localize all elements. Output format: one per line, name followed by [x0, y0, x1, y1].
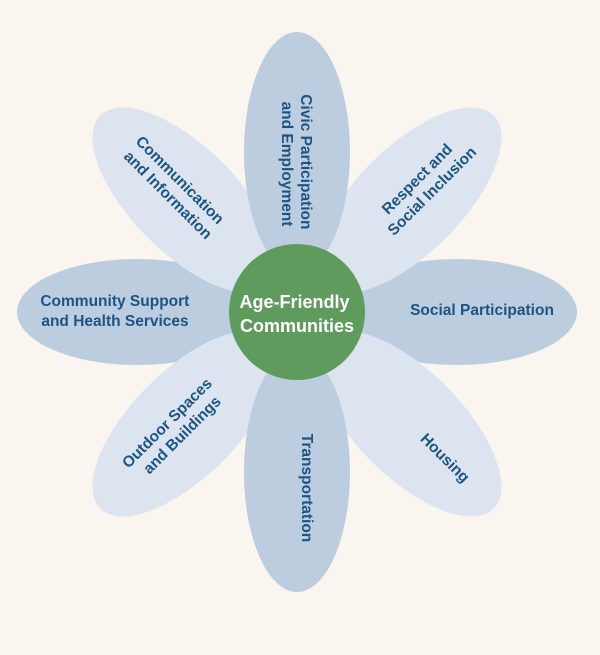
- petal-civic: [244, 32, 350, 272]
- community-label-line2: and Health Services: [41, 313, 188, 330]
- civic-label-line2: and Employment: [278, 102, 295, 227]
- petal-respect: [315, 107, 502, 294]
- petal-transportation: [244, 352, 350, 592]
- community-label-line1: Community Support: [40, 293, 189, 310]
- center-label: Age-Friendly Communities: [239, 292, 354, 336]
- community-label: Community Support and Health Services: [40, 293, 193, 330]
- petal-communication: [92, 107, 279, 294]
- center-label-line2: Communities: [240, 316, 354, 336]
- social-participation-label: Social Participation: [410, 302, 554, 319]
- petal-social-participation: [337, 259, 577, 365]
- petal-community-support: [17, 259, 257, 365]
- center-label-line1: Age-Friendly: [239, 292, 349, 312]
- civic-label: Civic Participation and Employment: [278, 94, 314, 234]
- petal-housing: [315, 330, 502, 517]
- transportation-label: Transportation: [298, 434, 315, 543]
- petal-outdoor: [92, 330, 279, 517]
- center-circle: [229, 244, 365, 380]
- civic-label-line1: Civic Participation: [297, 94, 314, 229]
